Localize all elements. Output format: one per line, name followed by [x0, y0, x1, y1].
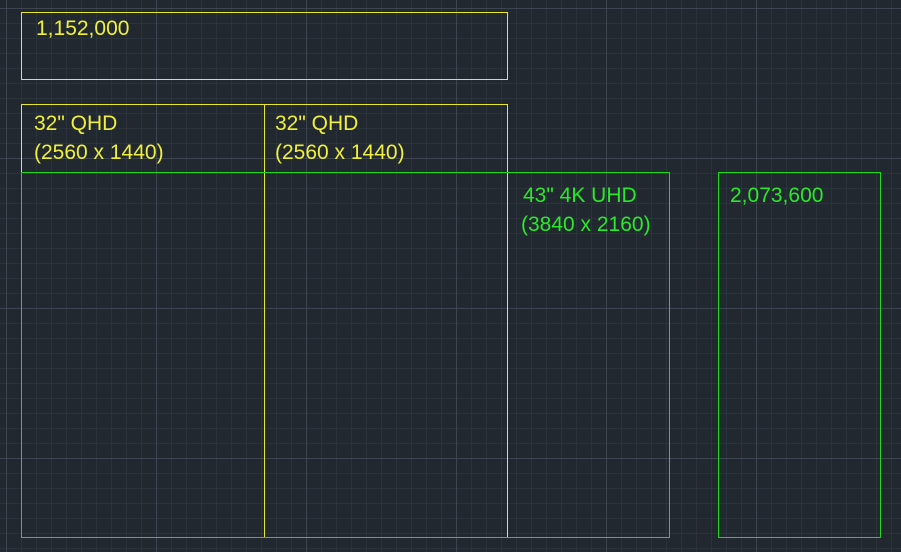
right-green-rectangle-label: 2,073,600	[730, 184, 824, 207]
top-rectangle-label: 1,152,000	[36, 17, 130, 40]
uhd-rectangle[interactable]	[21, 172, 670, 538]
left-qhd-resolution: (2560 x 1440)	[34, 141, 164, 164]
left-qhd-title: 32" QHD	[34, 112, 118, 135]
top-rectangle[interactable]	[21, 12, 508, 80]
right-green-rectangle[interactable]	[718, 172, 881, 538]
right-qhd-resolution: (2560 x 1440)	[275, 141, 405, 164]
right-qhd-title: 32" QHD	[275, 112, 359, 135]
uhd-title: 43" 4K UHD	[523, 184, 637, 207]
uhd-resolution: (3840 x 2160)	[521, 213, 651, 236]
